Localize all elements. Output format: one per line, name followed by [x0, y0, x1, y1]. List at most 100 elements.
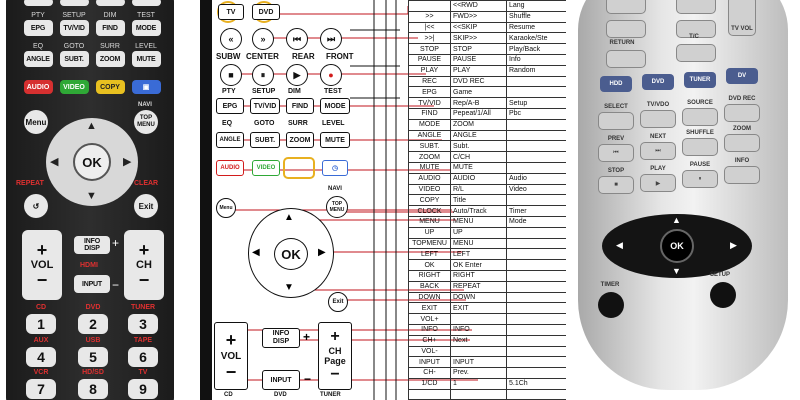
left-arrow-icon[interactable]: ◀ [252, 247, 260, 258]
find-button[interactable]: FIND [95, 20, 125, 36]
top-menu-button[interactable]: TOP MENU [134, 110, 158, 134]
digit-4-button[interactable]: 4 [26, 347, 56, 367]
channel-rocker[interactable]: + CH Page − [318, 322, 352, 390]
mode-button[interactable]: MODE [131, 20, 161, 36]
video-button[interactable]: VIDEO [59, 80, 89, 94]
up-arrow-icon[interactable]: ▲ [284, 212, 294, 223]
down-arrow-icon[interactable]: ▼ [284, 282, 294, 293]
copy-button[interactable]: COPY [95, 80, 125, 94]
left-arrow-icon[interactable]: ◀ [616, 240, 623, 250]
pause-icon[interactable]: ⏸ [252, 64, 274, 86]
skip-back-icon[interactable]: ⏮ [286, 28, 308, 50]
stop-button[interactable]: ■ [598, 176, 634, 194]
setup-button[interactable] [710, 282, 736, 308]
tv-vol-rocker[interactable] [728, 0, 756, 36]
remote-button[interactable] [59, 0, 89, 6]
hdd-button[interactable]: HDD [600, 76, 632, 92]
dvd-rec-button[interactable] [724, 104, 760, 122]
channel-rocker[interactable]: + CH − [124, 230, 164, 300]
ok-button[interactable]: OK [73, 143, 111, 181]
zoom-button[interactable] [724, 134, 760, 152]
digit-5-button[interactable]: 5 [78, 347, 108, 367]
shuffle-button[interactable] [682, 138, 718, 156]
menu-button[interactable]: Menu [24, 110, 48, 134]
menu-button[interactable]: Menu [216, 198, 236, 218]
return-button[interactable] [606, 50, 646, 68]
subt-button[interactable]: SUBT. [250, 132, 280, 148]
remote-button[interactable] [131, 0, 161, 6]
select-button[interactable] [598, 112, 634, 130]
clock-icon-button[interactable]: ▣ [131, 80, 161, 94]
tv-vid-button[interactable]: TV/VID [250, 98, 280, 114]
left-arrow-icon[interactable]: ◀ [50, 156, 59, 168]
remote-button[interactable] [676, 20, 716, 38]
info-disp-button[interactable]: INFO DISP [262, 328, 300, 348]
input-button[interactable]: INPUT [74, 275, 110, 293]
up-arrow-icon[interactable]: ▲ [86, 120, 97, 132]
source-button[interactable] [682, 108, 718, 126]
info-disp-button[interactable]: INFO DISP [74, 236, 110, 254]
info-button[interactable] [724, 166, 760, 184]
right-arrow-icon[interactable]: ▶ [123, 156, 132, 168]
stop-icon[interactable]: ■ [220, 64, 242, 86]
remote-button[interactable] [606, 20, 646, 38]
remote-button[interactable] [606, 0, 646, 14]
subt-button[interactable]: SUBT. [59, 51, 89, 67]
mode-button[interactable]: MODE [320, 98, 350, 114]
rewind-icon[interactable]: « [220, 28, 242, 50]
skip-forward-icon[interactable]: ⏭ [320, 28, 342, 50]
ok-button[interactable]: OK [274, 238, 308, 270]
right-arrow-icon[interactable]: ▶ [318, 247, 326, 258]
digit-8-button[interactable]: 8 [78, 379, 108, 399]
play-icon[interactable]: ▶ [286, 64, 308, 86]
audio-button[interactable]: AUDIO [23, 80, 53, 94]
pause-button[interactable]: ⏸ [682, 170, 718, 188]
dvd-button[interactable]: DVD [252, 4, 280, 20]
remote-button[interactable] [95, 0, 125, 6]
down-arrow-icon[interactable]: ▼ [672, 266, 681, 276]
epg-button[interactable]: EPG [23, 20, 53, 36]
tc-button[interactable] [676, 44, 716, 62]
volume-rocker[interactable]: + VOL − [22, 230, 62, 300]
angle-button[interactable]: ANGLE [216, 132, 244, 148]
digit-9-button[interactable]: 9 [128, 379, 158, 399]
up-arrow-icon[interactable]: ▲ [672, 215, 681, 225]
zoom-button[interactable]: ZOOM [286, 132, 314, 148]
fast-forward-icon[interactable]: » [252, 28, 274, 50]
timer-button[interactable] [598, 292, 624, 318]
exit-button[interactable]: Exit [134, 194, 158, 218]
top-menu-button[interactable]: TOP MENU [326, 196, 348, 218]
tv-vdo-button[interactable] [640, 110, 676, 128]
epg-button[interactable]: EPG [216, 98, 244, 114]
direction-pad[interactable] [248, 208, 334, 298]
digit-7-button[interactable]: 7 [26, 379, 56, 399]
audio-button[interactable]: AUDIO [216, 160, 244, 176]
right-arrow-icon[interactable]: ▶ [730, 240, 737, 250]
exit-button[interactable]: Exit [328, 292, 348, 312]
mute-button[interactable]: MUTE [320, 132, 350, 148]
down-arrow-icon[interactable]: ▼ [86, 190, 97, 202]
record-icon[interactable]: ● [320, 64, 342, 86]
tv-button[interactable]: TV [218, 4, 244, 20]
play-button[interactable]: ▶ [640, 174, 676, 192]
dv-button[interactable]: DV [726, 68, 758, 84]
digit-6-button[interactable]: 6 [128, 347, 158, 367]
tv-vid-button[interactable]: TV/VID [59, 20, 89, 36]
volume-rocker[interactable]: + VOL − [214, 322, 248, 390]
zoom-button[interactable]: ZOOM [95, 51, 125, 67]
digit-1-button[interactable]: 1 [26, 314, 56, 334]
prev-button[interactable]: ⏮ [598, 144, 634, 162]
back-button[interactable]: ↺ [24, 194, 48, 218]
next-button[interactable]: ⏭ [640, 142, 676, 160]
digit-3-button[interactable]: 3 [128, 314, 158, 334]
input-button[interactable]: INPUT [262, 370, 300, 390]
remote-button[interactable] [23, 0, 53, 6]
tuner-button[interactable]: TUNER [684, 72, 716, 88]
dvd-button[interactable]: DVD [642, 74, 674, 90]
video-button[interactable]: VIDEO [252, 160, 280, 176]
ok-button[interactable]: OK [660, 229, 694, 263]
find-button[interactable]: FIND [286, 98, 314, 114]
digit-2-button[interactable]: 2 [78, 314, 108, 334]
angle-button[interactable]: ANGLE [23, 51, 53, 67]
remote-button[interactable] [676, 0, 716, 14]
